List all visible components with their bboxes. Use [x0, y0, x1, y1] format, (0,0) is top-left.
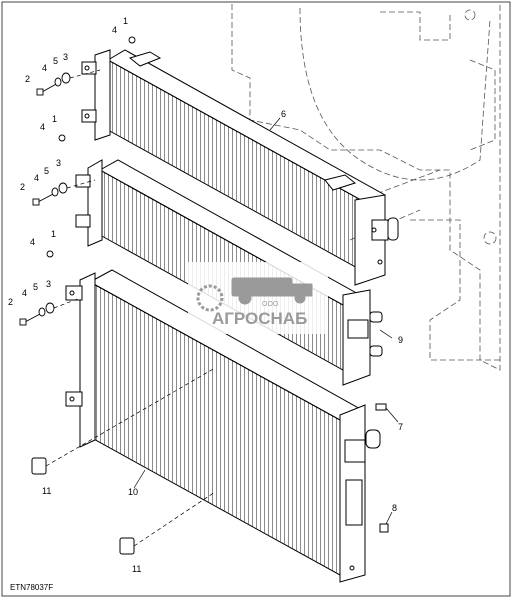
rubber-mount-right	[119, 537, 135, 555]
callout-8: 8	[392, 503, 397, 513]
hardware-stack-middle	[32, 134, 68, 206]
hardware-stack-upper	[36, 36, 136, 96]
callout-11-right: 11	[132, 564, 141, 574]
callout-2-mid: 2	[20, 182, 25, 192]
callout-labels: 1 4 3 4 5 2 1 4 3 4 5 2 1 4 3 4 5 2 6 7 …	[8, 16, 403, 574]
callout-4-mid-b: 4	[34, 173, 39, 183]
callout-1-mid: 1	[52, 114, 57, 124]
hardware-stack-lower	[19, 250, 55, 326]
callout-11-left: 11	[42, 486, 51, 496]
callout-4-low-b: 4	[22, 288, 27, 298]
upper-cooler	[81, 49, 399, 286]
callout-4-top: 4	[112, 25, 117, 35]
callout-2-low: 2	[8, 297, 13, 307]
callout-4-top-b: 4	[42, 63, 47, 73]
callout-3-mid: 3	[56, 158, 61, 168]
callout-5-top: 5	[53, 56, 58, 66]
callout-5-low: 5	[33, 282, 38, 292]
fitting-7	[375, 403, 387, 411]
rubber-mount-left	[31, 457, 47, 475]
callout-4-low: 4	[30, 237, 35, 247]
leader-lines	[45, 69, 216, 547]
main-radiator	[65, 269, 381, 583]
watermark: ООО АГРОСНАБ	[188, 262, 328, 334]
callout-10: 10	[128, 487, 138, 497]
callout-7: 7	[398, 422, 403, 432]
callout-1-low: 1	[51, 229, 56, 239]
callout-2-top: 2	[25, 74, 30, 84]
callout-3-low: 3	[46, 279, 51, 289]
watermark-name: АГРОСНАБ	[212, 309, 307, 328]
watermark-prefix: ООО	[262, 301, 279, 308]
callout-4-mid: 4	[40, 122, 45, 132]
fitting-8	[379, 523, 389, 533]
callout-5-mid: 5	[44, 166, 49, 176]
callout-3-top: 3	[63, 52, 68, 62]
callout-6: 6	[281, 109, 286, 119]
callout-leaders	[133, 117, 399, 525]
callout-1-top: 1	[123, 16, 128, 26]
gear-tractor-logo-icon	[196, 277, 313, 312]
callout-9: 9	[398, 335, 403, 345]
figure-code: ETN78037F	[10, 583, 53, 592]
